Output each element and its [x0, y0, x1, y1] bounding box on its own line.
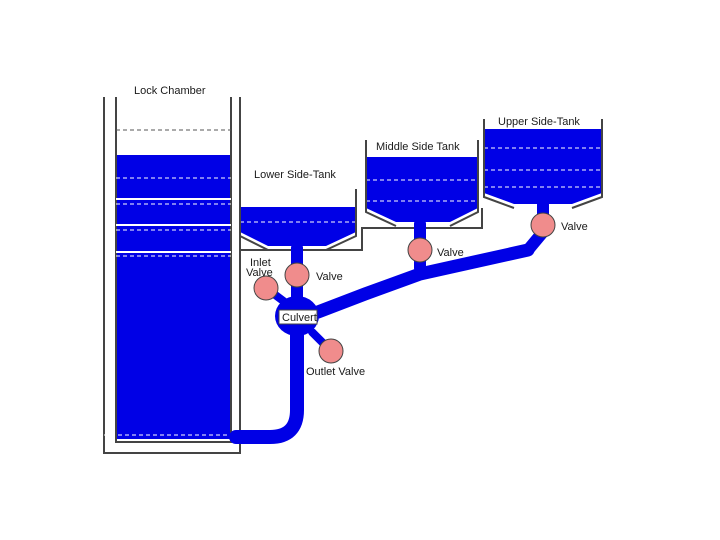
- main-supply-pipe: [311, 243, 535, 319]
- middle-side-tank: [365, 140, 479, 227]
- valves: [253, 212, 556, 364]
- lower-tank-wall: [239, 189, 357, 251]
- middle-valve-label: Valve: [437, 247, 464, 259]
- upper-side-tank: [483, 119, 603, 209]
- outlet-valve: [318, 338, 344, 364]
- lock-chamber-wall: [103, 97, 241, 454]
- lock-chamber: [103, 97, 241, 454]
- outlet-valve-label: Outlet Valve: [306, 366, 365, 378]
- lower-tank-label: Lower Side-Tank: [254, 169, 336, 181]
- lower-tank-water: [240, 207, 356, 246]
- lower-valve-label: Valve: [316, 271, 343, 283]
- upper-tank-valve: [530, 212, 556, 238]
- upper-tank-water: [484, 129, 602, 204]
- middle-tank-label: Middle Side Tank: [376, 141, 460, 153]
- inlet-valve: [253, 275, 279, 301]
- culvert-label: Culvert: [282, 312, 317, 324]
- culvert-label-box: [278, 309, 318, 325]
- lock-chamber-label: Lock Chamber: [134, 85, 206, 97]
- inlet-valve-label-line2: Valve: [246, 267, 273, 279]
- lock-chamber-water: [116, 155, 232, 439]
- middle-tank-water: [366, 157, 478, 222]
- culvert-to-chamber-pipe: [229, 323, 304, 444]
- upper-tank-wall: [483, 119, 603, 209]
- lower-side-tank: [239, 189, 357, 251]
- upper-tank-label: Upper Side-Tank: [498, 116, 580, 128]
- middle-tank-wall: [365, 140, 479, 227]
- inlet-valve-label-line1: Inlet: [250, 257, 271, 269]
- tank-step-outline: [240, 208, 483, 251]
- lock-chamber-level-lines: [104, 129, 240, 436]
- culvert: [275, 296, 319, 336]
- upper-valve-label: Valve: [561, 221, 588, 233]
- middle-tank-valve: [407, 237, 433, 263]
- lower-tank-valve: [284, 262, 310, 288]
